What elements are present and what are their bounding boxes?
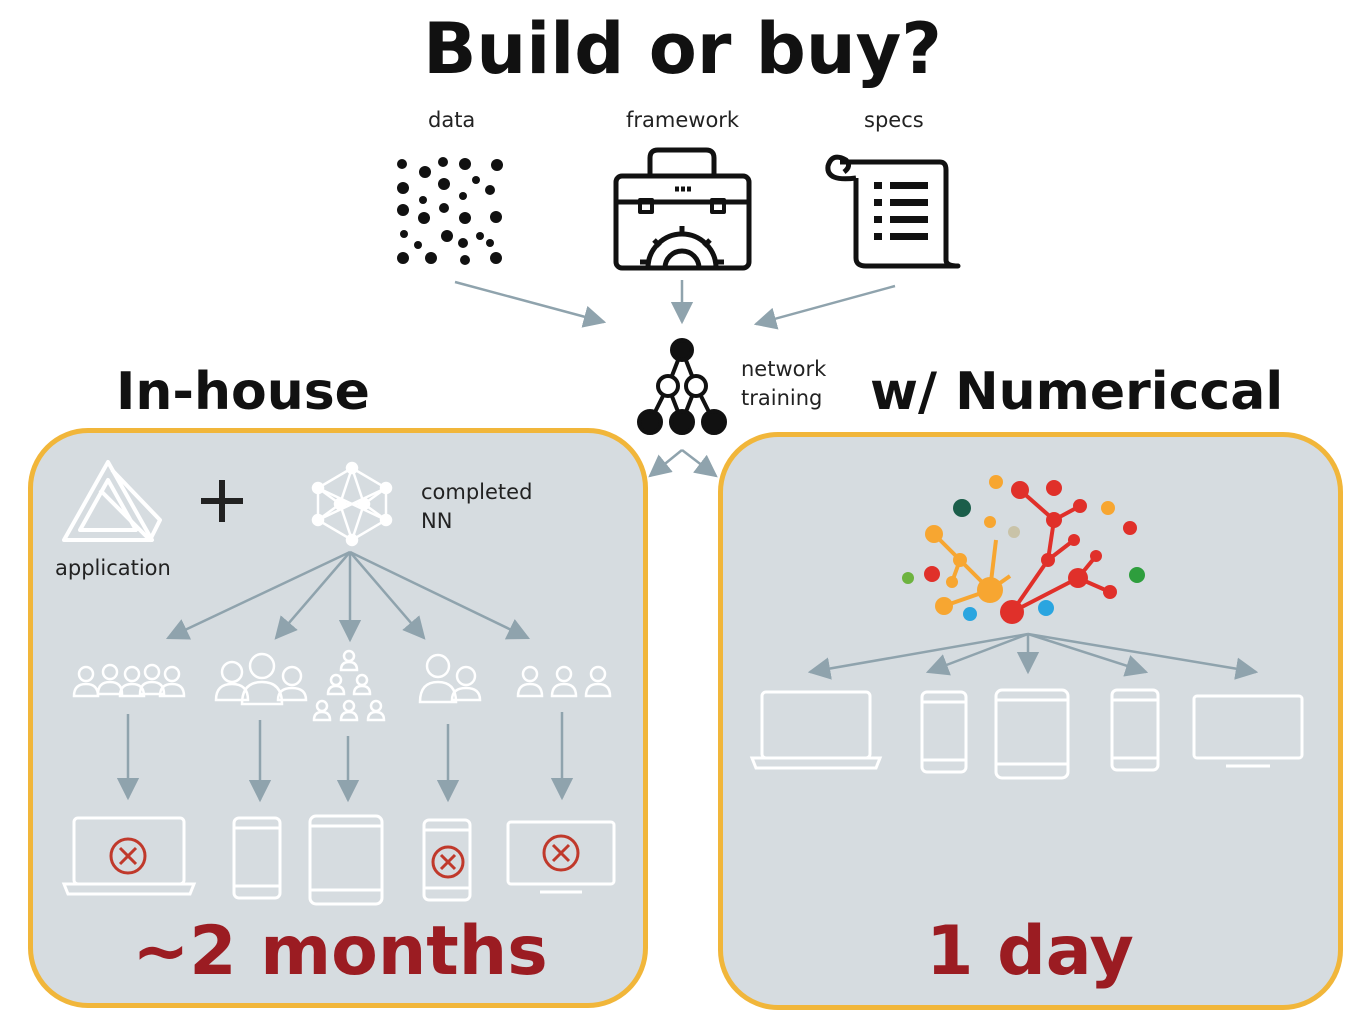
error-icon-3	[542, 834, 580, 872]
in-house-duration: ~2 months	[132, 912, 548, 991]
data-label: data	[428, 108, 476, 132]
monitor-icon	[506, 820, 616, 894]
framework-label: framework	[626, 108, 740, 132]
team-icon-5	[516, 665, 612, 698]
in-house-devices	[61, 814, 616, 906]
error-icon-1	[109, 837, 147, 875]
network-training-label: network training	[741, 355, 826, 413]
page-title: Build or buy?	[423, 8, 942, 90]
laptop-icon	[61, 816, 197, 896]
completed-line1: completed	[421, 480, 533, 504]
error-icons	[109, 834, 580, 879]
phone-icon-4	[1110, 688, 1160, 772]
plus-icon	[201, 480, 243, 522]
toolbox-icon	[613, 147, 752, 271]
monitor-icon-2	[1192, 694, 1304, 768]
team-icon-1	[72, 663, 186, 698]
input-arrows	[454, 280, 896, 478]
completed-nn-label: completed NN	[421, 478, 532, 536]
application-label: application	[55, 556, 171, 580]
completed-line2: NN	[421, 509, 453, 533]
in-house-fan-arrows	[116, 550, 574, 803]
data-dots-icon	[397, 157, 503, 265]
network-training-line2: training	[741, 386, 823, 410]
specs-scroll-icon	[825, 154, 961, 269]
network-training-line1: network	[741, 357, 827, 381]
network-tree-icon	[637, 338, 727, 435]
neural-network-icon	[311, 461, 393, 547]
team-icon-3	[312, 649, 386, 722]
error-icon-2	[431, 845, 465, 879]
in-house-title: In-house	[116, 362, 370, 422]
phone-icon	[232, 816, 282, 900]
specs-label: specs	[864, 108, 924, 132]
tablet-icon	[308, 814, 384, 906]
numericcal-logo-icon	[902, 475, 1145, 624]
application-icon	[62, 460, 162, 542]
team-icon-2	[214, 652, 308, 706]
numericcal-title: w/ Numericcal	[870, 362, 1284, 422]
team-icon-4	[418, 653, 482, 704]
numericcal-fan-arrows	[807, 632, 1259, 680]
numericcal-duration: 1 day	[926, 912, 1134, 991]
phone-icon-3	[920, 690, 968, 774]
phone-icon-2	[422, 818, 472, 902]
laptop-icon-2	[749, 690, 883, 770]
team-icons	[72, 649, 612, 722]
numericcal-devices	[749, 688, 1304, 780]
tablet-icon-2	[994, 688, 1070, 780]
numericcal-panel	[718, 432, 1343, 1010]
